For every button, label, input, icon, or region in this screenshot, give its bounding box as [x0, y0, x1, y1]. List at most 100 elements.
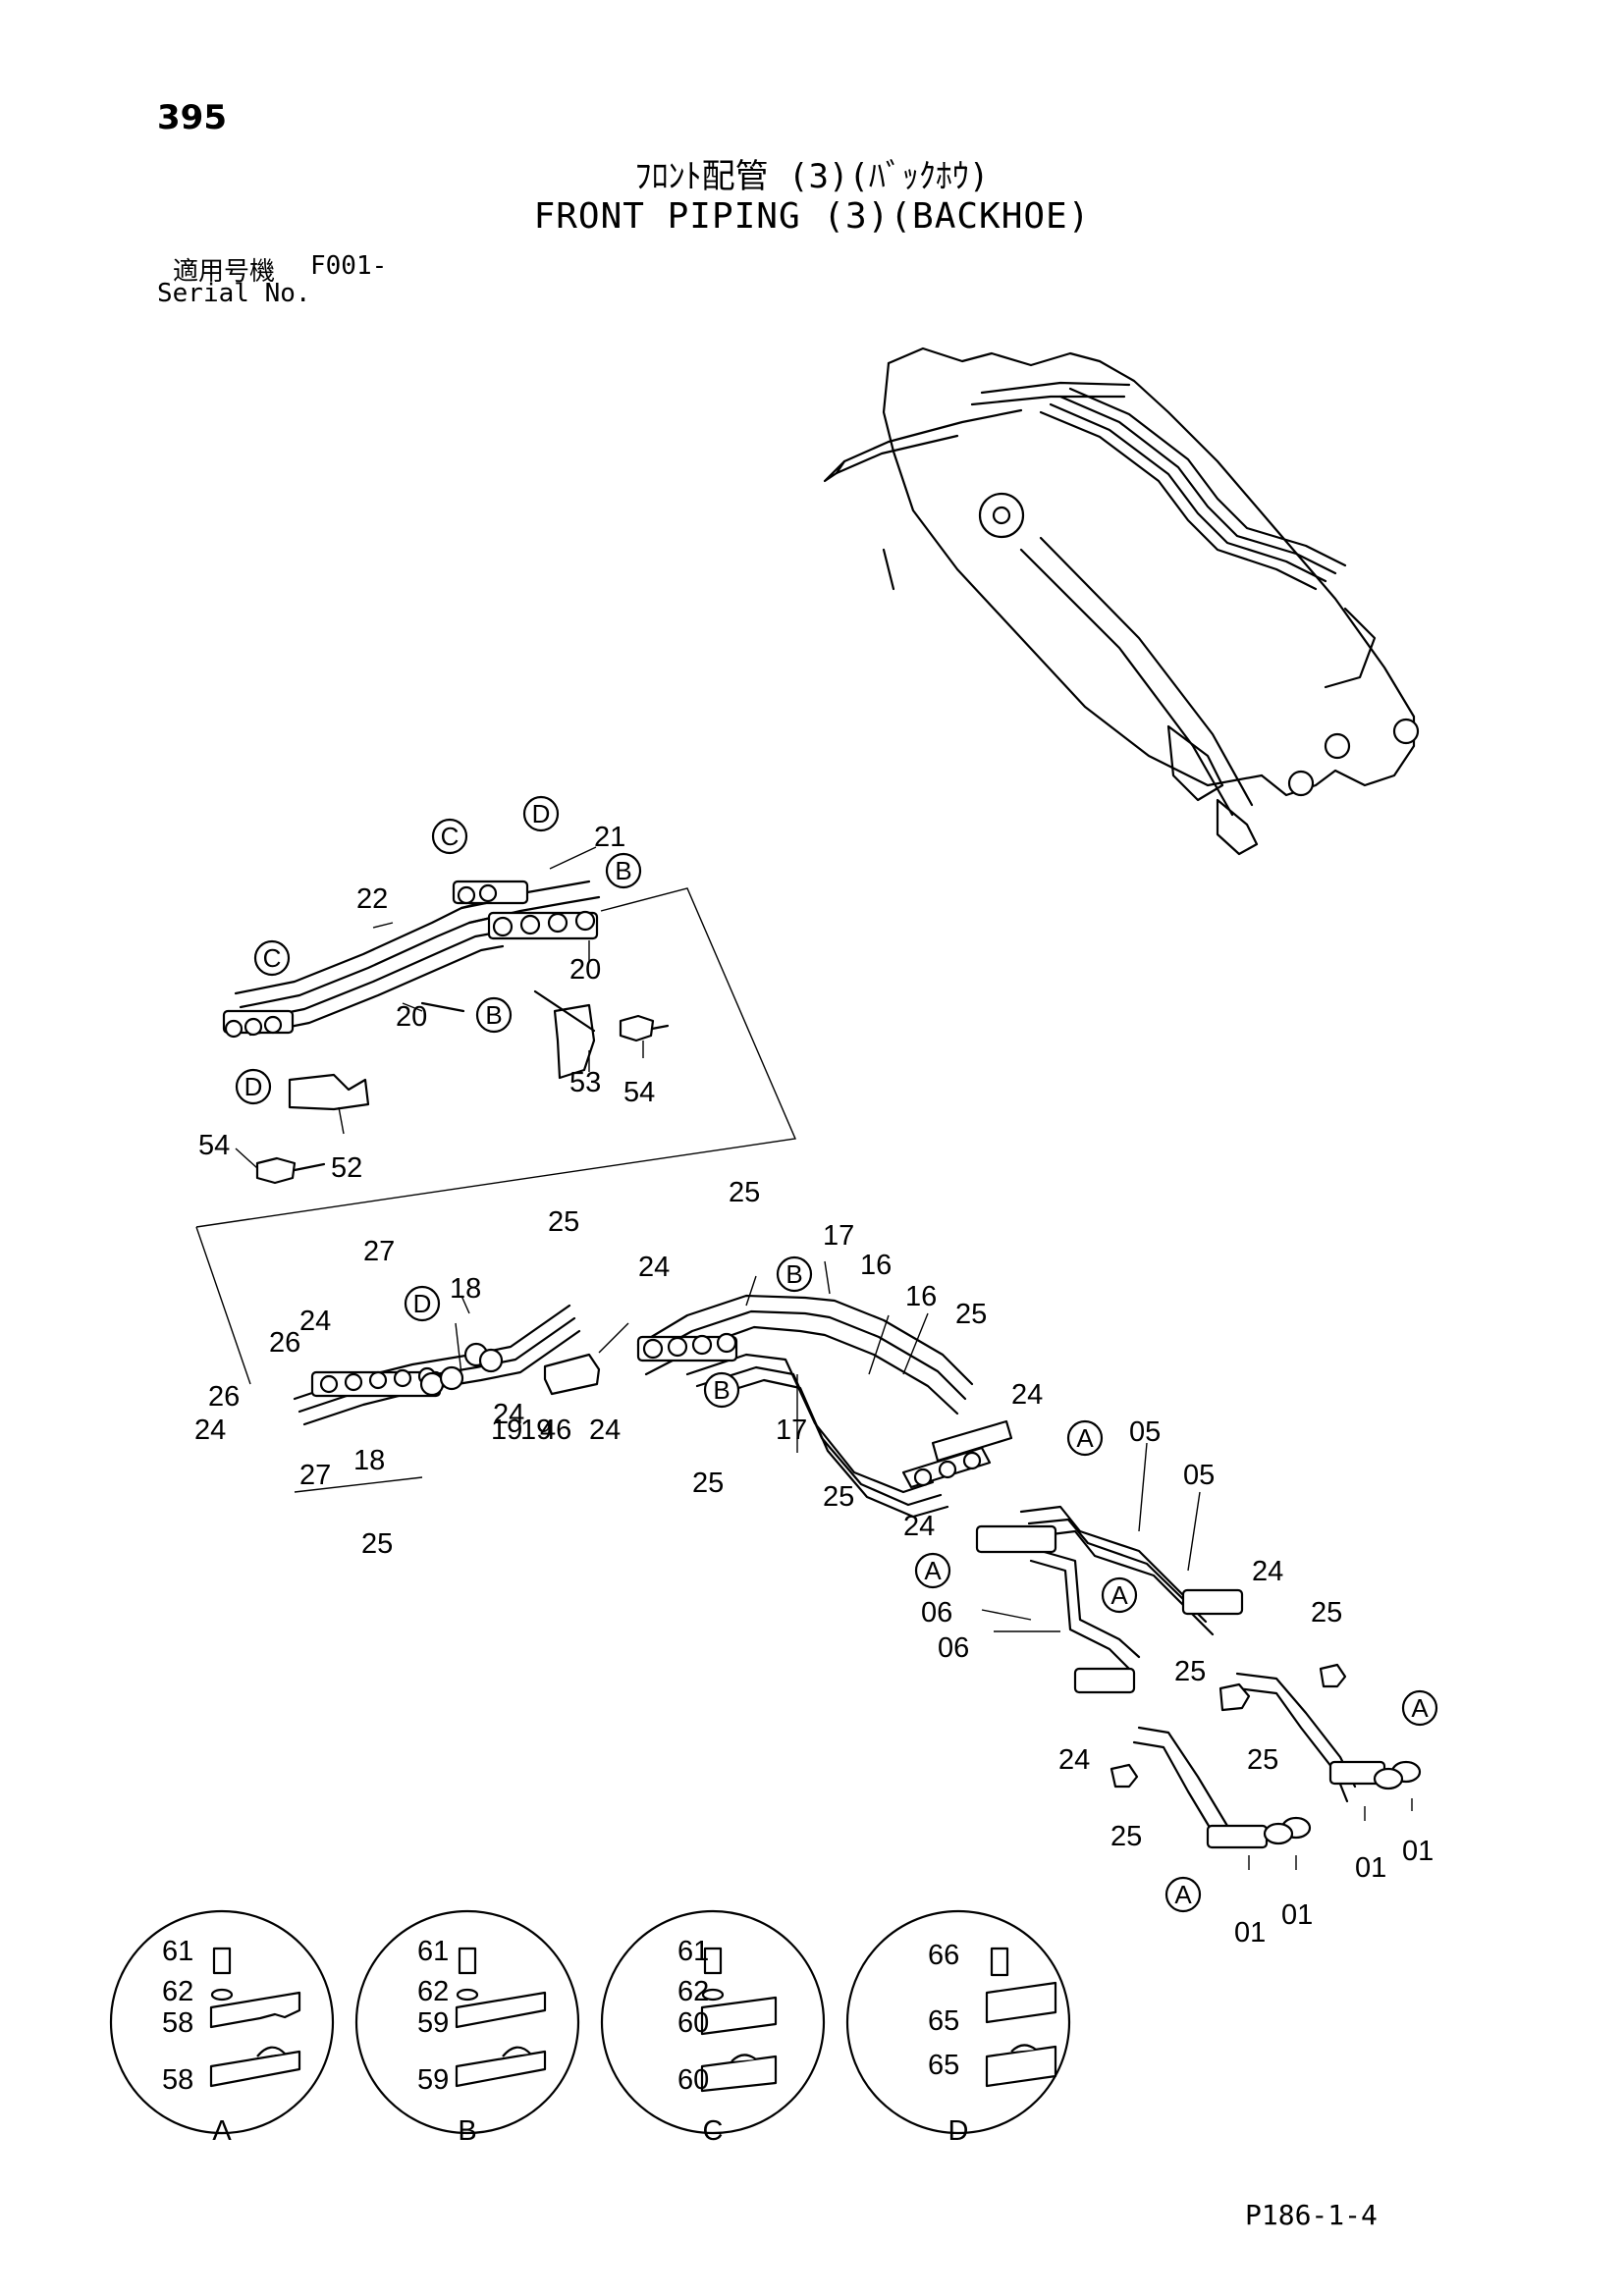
callout-60: 60: [677, 2064, 709, 2096]
title-japanese: ﾌﾛﾝﾄ配管 (3)(ﾊﾞｯｸﾎｳ): [634, 157, 990, 196]
callout-06: 06: [921, 1597, 952, 1629]
callout-24: 24: [194, 1415, 226, 1446]
svg-text:A: A: [1076, 1423, 1094, 1453]
callout-24: 24: [589, 1415, 621, 1446]
reference-bubbles: C D B C B D B D B A A A A A: [235, 795, 1438, 1913]
callout-19: 19: [491, 1415, 522, 1446]
ref-bubble-b: B: [475, 996, 513, 1034]
callout-25: 25: [692, 1468, 724, 1499]
callout-24: 24: [903, 1511, 935, 1542]
callout-25: 25: [823, 1481, 854, 1513]
callout-62: 62: [162, 1976, 193, 2007]
callout-17: 17: [823, 1220, 854, 1252]
callout-53: 53: [569, 1067, 601, 1098]
svg-text:C: C: [441, 822, 460, 851]
callout-59: 59: [417, 2064, 449, 2096]
callout-16: 16: [860, 1250, 892, 1281]
ref-bubble-b: B: [703, 1371, 740, 1409]
ref-bubble-d: D: [404, 1285, 441, 1322]
callout-25: 25: [1174, 1656, 1206, 1687]
callout-06: 06: [938, 1632, 969, 1664]
svg-text:A: A: [1411, 1693, 1429, 1723]
svg-text:A: A: [924, 1556, 942, 1585]
callout-66: 66: [928, 1940, 959, 1971]
callout-65: 65: [928, 2050, 959, 2081]
ref-bubble-a: A: [914, 1552, 951, 1589]
callout-25: 25: [955, 1299, 987, 1330]
detail-label-d: D: [948, 2115, 969, 2147]
callout-01: 01: [1402, 1836, 1434, 1867]
callout-60: 60: [677, 2007, 709, 2039]
callout-52: 52: [331, 1152, 362, 1184]
callout-01: 01: [1355, 1852, 1386, 1884]
callout-24: 24: [1011, 1379, 1043, 1411]
callout-18: 18: [450, 1273, 481, 1305]
callout-65: 65: [928, 2005, 959, 2037]
callout-58: 58: [162, 2007, 193, 2039]
callout-18: 18: [353, 1445, 385, 1476]
callout-54: 54: [198, 1130, 230, 1161]
callout-16: 16: [905, 1281, 937, 1312]
detail-label-c: C: [703, 2115, 724, 2147]
callout-26: 26: [269, 1327, 300, 1359]
callout-25: 25: [361, 1528, 393, 1560]
svg-text:A: A: [1174, 1880, 1192, 1909]
callout-25: 25: [1110, 1821, 1142, 1852]
serial-label-english: Serial No.: [157, 279, 311, 308]
ref-bubble-a: A: [1401, 1689, 1438, 1727]
callout-17: 17: [776, 1415, 807, 1446]
page-code: P186-1-4: [1245, 2199, 1378, 2231]
title-english: FRONT PIPING (3)(BACKHOE): [533, 196, 1091, 237]
callout-54: 54: [623, 1077, 655, 1108]
callout-25: 25: [1247, 1744, 1278, 1776]
ref-bubble-d: D: [235, 1068, 272, 1105]
callout-27: 27: [299, 1460, 331, 1491]
callout-05: 05: [1129, 1416, 1161, 1448]
leader-lines: [235, 846, 1413, 1870]
callout-62: 62: [417, 1976, 449, 2007]
callout-20: 20: [396, 1001, 427, 1033]
callout-25: 25: [1311, 1597, 1342, 1629]
callout-01: 01: [1281, 1899, 1313, 1931]
callout-46: 46: [540, 1415, 571, 1446]
callout-24: 24: [299, 1306, 331, 1337]
middle-pipe-assembly: [293, 1294, 1013, 1519]
callout-27: 27: [363, 1236, 395, 1267]
callout-20: 20: [569, 954, 601, 986]
callout-24: 24: [493, 1399, 524, 1430]
ref-bubble-a: A: [1164, 1876, 1202, 1913]
svg-text:A: A: [1110, 1580, 1128, 1610]
callout-62: 62: [677, 1976, 709, 2007]
svg-text:D: D: [244, 1072, 263, 1101]
callout-01: 01: [1234, 1917, 1266, 1949]
svg-text:C: C: [263, 943, 282, 973]
ref-bubble-a: A: [1101, 1576, 1138, 1614]
svg-text:B: B: [713, 1375, 730, 1405]
callout-24: 24: [638, 1252, 670, 1283]
page-number: 395: [157, 98, 227, 137]
serial-label-japanese: 適用号機: [173, 257, 276, 287]
svg-text:D: D: [413, 1289, 432, 1318]
callout-19: 19: [520, 1415, 552, 1446]
svg-text:D: D: [532, 799, 551, 828]
callout-59: 59: [417, 2007, 449, 2039]
callout-22: 22: [356, 883, 388, 915]
ref-bubble-a: A: [1066, 1419, 1104, 1457]
lower-pipe-assembly: [975, 1505, 1422, 1849]
callout-24: 24: [1252, 1556, 1283, 1587]
svg-text:B: B: [785, 1259, 802, 1289]
ref-bubble-c: C: [431, 818, 468, 855]
callout-61: 61: [417, 1936, 449, 1967]
svg-text:B: B: [615, 856, 631, 885]
ref-bubble-c: C: [253, 939, 291, 977]
detail-label-a: A: [212, 2115, 232, 2147]
callout-26: 26: [208, 1381, 240, 1413]
callout-24: 24: [1058, 1744, 1090, 1776]
boom-overview: [823, 347, 1420, 856]
callout-25: 25: [729, 1177, 760, 1208]
callout-58: 58: [162, 2064, 193, 2096]
callout-61: 61: [677, 1936, 709, 1967]
ref-bubble-d: D: [522, 795, 560, 832]
clamp-details: [109, 1909, 1071, 2135]
